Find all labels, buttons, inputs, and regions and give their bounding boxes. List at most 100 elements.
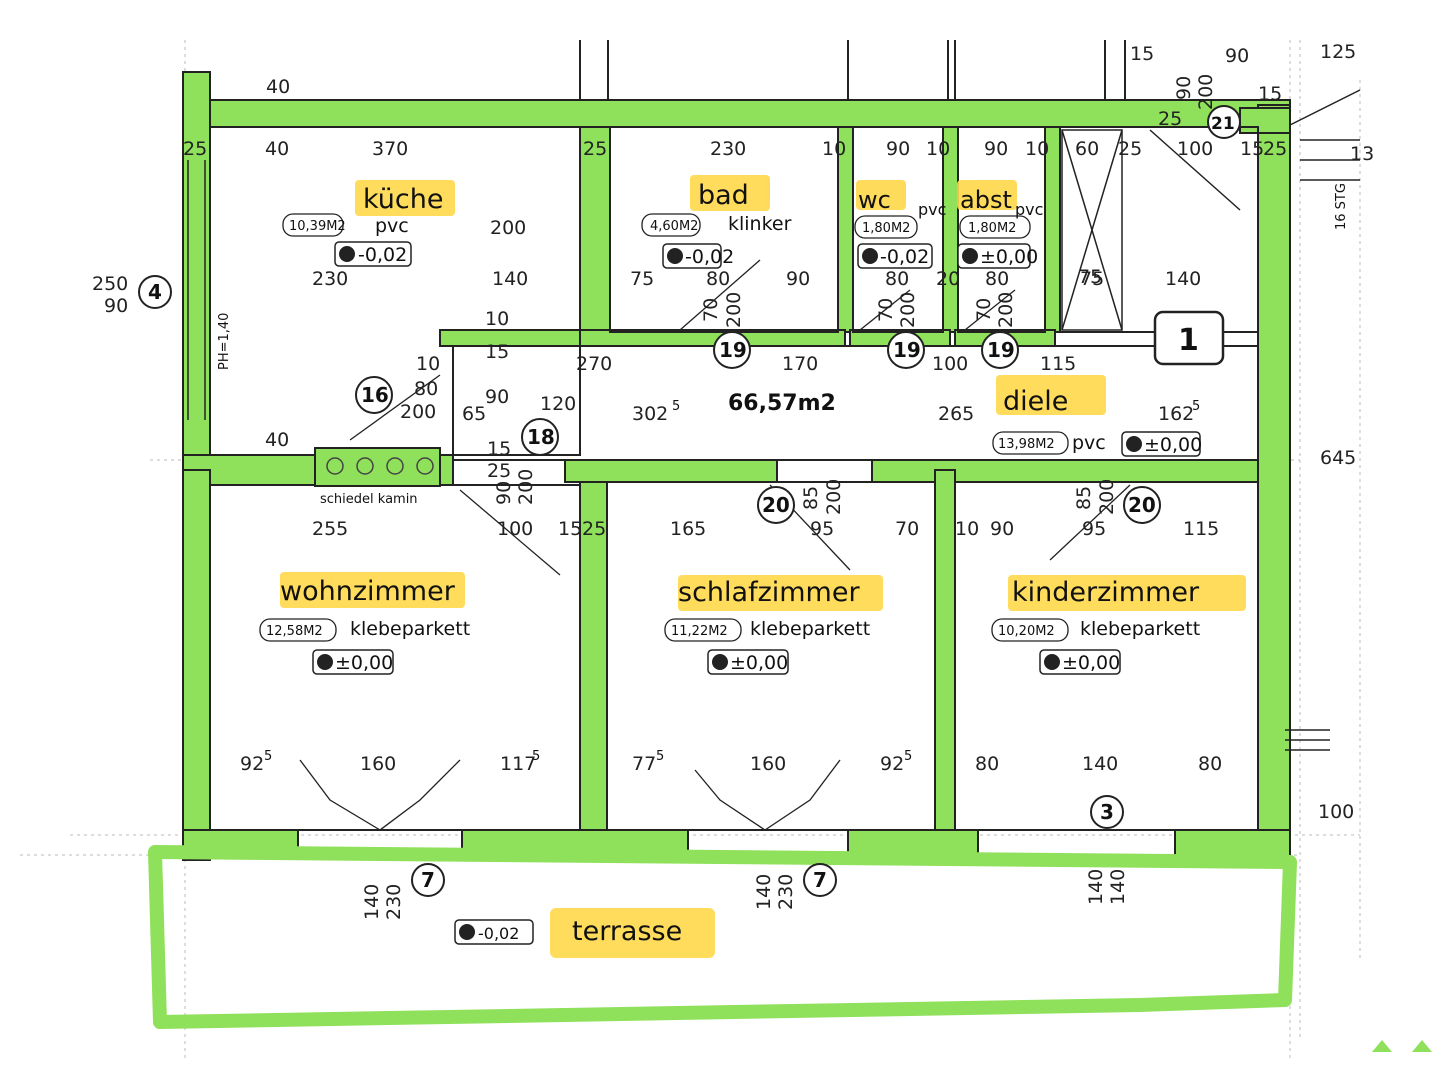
level-abst: ±0,00 [980, 246, 1038, 268]
door-tag-19-abst: 19 [987, 338, 1015, 362]
level-kinderzimmer: ±0,00 [1062, 652, 1120, 674]
room-name-abst: abst [960, 186, 1012, 214]
floor-schlafzimmer: klebeparkett [750, 618, 870, 640]
dim: 255 [312, 518, 348, 540]
window-tag-3: 3 [1100, 800, 1114, 824]
room-name-terrasse: terrasse [572, 916, 682, 947]
dim: 90 [984, 138, 1008, 160]
dim: 15 [1240, 138, 1264, 160]
dim: 140 [1107, 869, 1129, 905]
dim: 10 [485, 308, 509, 330]
unit-tag-box [1153, 310, 1225, 366]
dim: 25 [583, 138, 607, 160]
dim: 10 [822, 138, 846, 160]
level-bad: -0,02 [685, 246, 734, 268]
dim: 20 [936, 268, 960, 290]
level-wohnzimmer: ±0,00 [335, 652, 393, 674]
dim: 85 [1073, 486, 1095, 510]
area-wohnzimmer: 12,58M2 [266, 624, 323, 639]
dim: 120 [540, 393, 576, 415]
dim: 200 [723, 292, 745, 328]
tag-circles [138, 105, 1241, 897]
floor-wc: pvc [918, 200, 946, 219]
dim: 250 [92, 273, 128, 295]
dim: 70 [875, 298, 897, 322]
dim: 15 [1130, 43, 1154, 65]
dim: 40 [266, 76, 290, 98]
dim: 25 [1263, 138, 1287, 160]
area-bad: 4,60M2 [650, 219, 698, 234]
dim: 90 [886, 138, 910, 160]
dim: 140 [361, 884, 383, 920]
dim: 25 [487, 460, 511, 482]
dim: 60 [1075, 138, 1099, 160]
dim: 5 [904, 749, 912, 764]
dim: 75 [1078, 266, 1102, 288]
dim: 230 [312, 268, 348, 290]
dim: 270 [576, 353, 612, 375]
chimney [314, 447, 441, 487]
dim: 70 [895, 518, 919, 540]
stair-element [1061, 89, 1361, 331]
left-window [187, 160, 206, 420]
dim: 5 [656, 749, 664, 764]
room-name-schlafzimmer: schlafzimmer [678, 577, 860, 608]
dim: 25 [582, 518, 606, 540]
dim: 80 [975, 753, 999, 775]
dim: 100 [497, 518, 533, 540]
door-tag-21: 21 [1211, 114, 1235, 134]
area-wc: 1,80M2 [862, 221, 910, 236]
dim: 100 [1177, 138, 1213, 160]
dim: 117 [500, 753, 536, 775]
area-kinderzimmer: 10,20M2 [998, 624, 1055, 639]
dim: 125 [1320, 41, 1356, 63]
dim: 15 [1258, 83, 1282, 105]
corner-arrows [1372, 1040, 1432, 1052]
dim: 200 [995, 292, 1017, 328]
dim: 15 [485, 341, 509, 363]
level-terrasse: -0,02 [478, 924, 519, 943]
door-tag-16: 16 [361, 383, 389, 407]
floor-diele: pvc [1072, 432, 1106, 454]
dim: 200 [400, 401, 436, 423]
dim: 90 [493, 481, 515, 505]
dim: 95 [1082, 518, 1106, 540]
level-boxes [312, 241, 1201, 945]
ph-label: PH=1,40 [217, 313, 232, 370]
dim: 10 [926, 138, 950, 160]
dim: 115 [1183, 518, 1219, 540]
area-abst: 1,80M2 [968, 221, 1016, 236]
dim: 15 [487, 438, 511, 460]
upper-floor-lines [579, 40, 1126, 100]
dim: 90 [104, 295, 128, 317]
window-tag-7-right: 7 [813, 868, 827, 892]
dim: 90 [786, 268, 810, 290]
dim: 200 [1096, 479, 1118, 515]
dim: 80 [1198, 753, 1222, 775]
dim: 140 [1165, 268, 1201, 290]
dim: 230 [775, 874, 797, 910]
dim: 265 [938, 403, 974, 425]
dim: 75 [1080, 268, 1104, 290]
room-highlights [280, 175, 1246, 958]
dim: 140 [753, 874, 775, 910]
dim: 90 [990, 518, 1014, 540]
dim: 70 [973, 298, 995, 322]
dim: 370 [372, 138, 408, 160]
dim: 200 [1195, 74, 1217, 110]
room-name-kueche: küche [363, 184, 444, 215]
room-name-diele: diele [1003, 386, 1068, 417]
dim: 200 [490, 217, 526, 239]
dim: 5 [532, 749, 540, 764]
dim: 230 [710, 138, 746, 160]
dim: 25 [183, 138, 207, 160]
room-name-kinderzimmer: kinderzimmer [1012, 577, 1200, 608]
dim: 80 [414, 378, 438, 400]
level-diele: ±0,00 [1144, 434, 1202, 456]
floor-kueche: pvc [375, 215, 409, 237]
area-kueche: 10,39M2 [289, 219, 346, 234]
floor-bad: klinker [728, 213, 792, 235]
dim: 95 [810, 518, 834, 540]
terrace-outline [148, 845, 1297, 1029]
right-hatch [1285, 729, 1330, 751]
